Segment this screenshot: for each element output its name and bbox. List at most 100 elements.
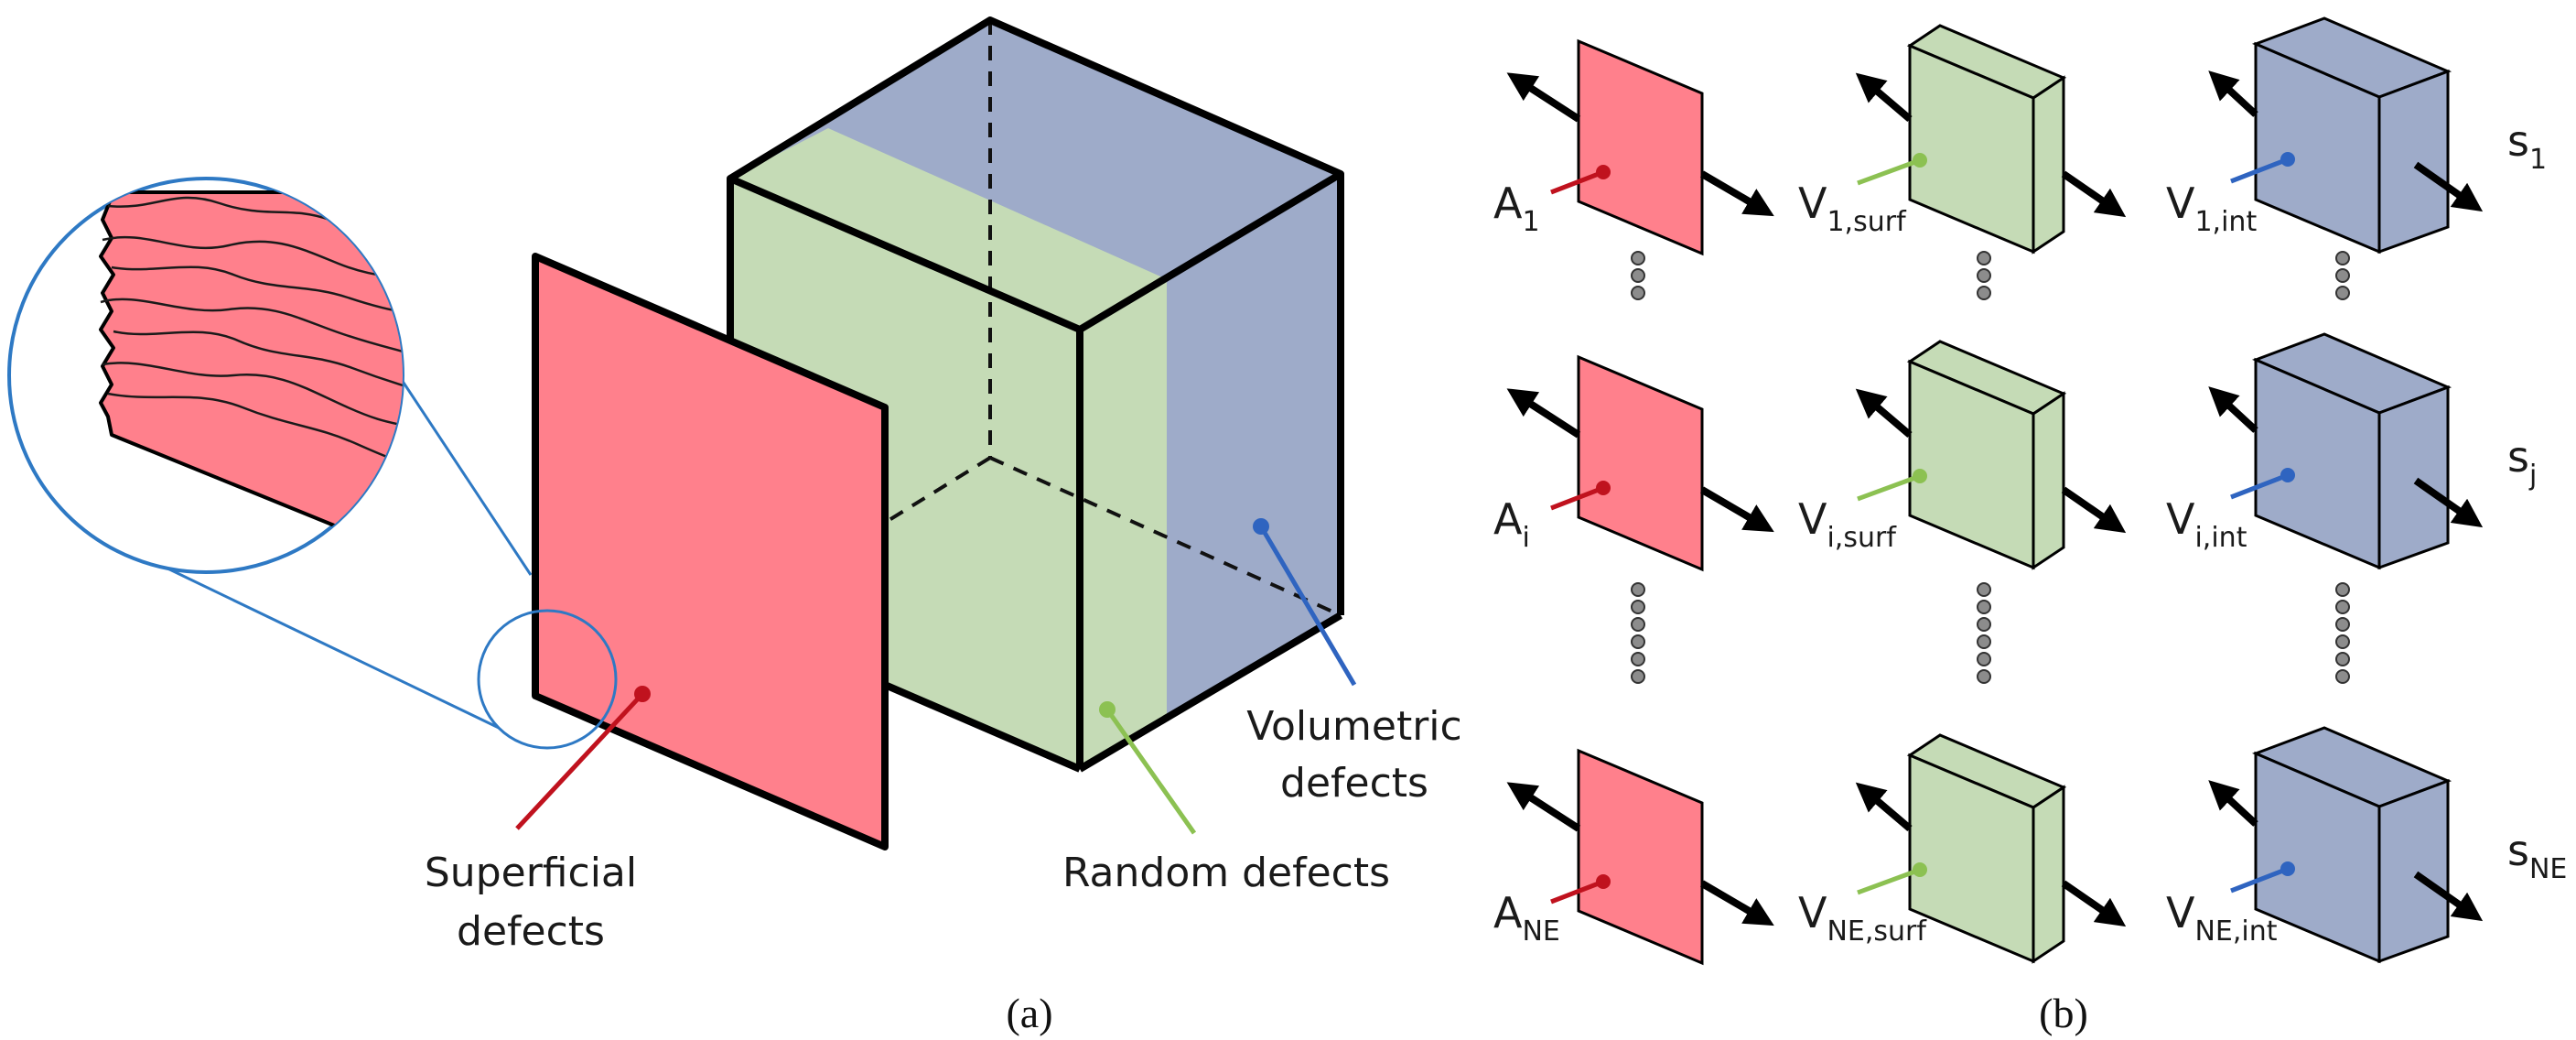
area-label: Ai <box>1493 494 1530 554</box>
surf-stress-out-arrow <box>1855 782 1913 832</box>
area-leader-dot <box>1596 165 1611 179</box>
area-stress-in-arrow <box>1699 486 1774 533</box>
surf-leader-dot <box>1913 862 1927 877</box>
superficial-leader <box>515 692 644 830</box>
ellipsis-dot <box>2335 669 2350 684</box>
ellipsis-dot <box>1631 582 1645 597</box>
int-leader-dot <box>2280 468 2295 482</box>
int-label: Vi,int <box>2166 494 2247 554</box>
ellipsis-dot <box>1977 652 1991 666</box>
superficial-leader-dot <box>634 686 651 702</box>
surf-leader <box>1857 157 1921 186</box>
area-leader <box>1550 169 1604 195</box>
zoom-magnifier <box>7 177 618 750</box>
surf-stress-out-arrow <box>1855 72 1913 123</box>
int-leader <box>2230 866 2289 894</box>
volumetric-leader-dot <box>1253 518 1269 535</box>
ellipsis-dot <box>1977 669 1991 684</box>
stress-label: s1 <box>2507 116 2547 176</box>
cube-hidden-edges <box>728 20 1342 620</box>
ellipsis-dot <box>1977 634 1991 649</box>
cube-edges <box>727 16 1344 773</box>
surf-leader-dot <box>1913 469 1927 483</box>
volumetric-leader <box>1258 525 1357 687</box>
area-leader-dot <box>1596 481 1611 495</box>
surf-label: V1,surf <box>1798 179 1907 238</box>
ellipsis-dot <box>1631 286 1645 300</box>
ellipsis-dot <box>2335 582 2350 597</box>
ellipsis-dot <box>2335 268 2350 283</box>
random-leader-dot <box>1099 701 1116 718</box>
area-stress-out-arrow <box>1506 388 1581 439</box>
area-stress-out-arrow <box>1506 72 1581 123</box>
surf-stress-in-arrow <box>2061 486 2127 534</box>
ellipsis-dot <box>2335 652 2350 666</box>
area-stress-in-arrow <box>1699 170 1774 217</box>
int-label: V1,int <box>2166 179 2257 238</box>
ellipsis-dot <box>1631 634 1645 649</box>
ellipsis-dot <box>1977 286 1991 300</box>
row-1: A1 V1,surf V1,int s1 <box>1493 16 2547 256</box>
ellipsis-dot <box>1631 617 1645 632</box>
area-element <box>1577 748 1704 966</box>
area-leader-dot <box>1596 874 1611 889</box>
surf-leader <box>1857 867 1921 895</box>
ellipsis-dot <box>1977 268 1991 283</box>
surf-label: Vi,surf <box>1798 494 1897 554</box>
area-element <box>1577 38 1704 256</box>
ellipsis-dot <box>2335 286 2350 300</box>
int-box-side <box>2377 69 2450 255</box>
int-leader <box>2230 157 2289 184</box>
int-stress-out-arrow <box>2208 386 2258 433</box>
panel-a: Superficial defects Random defects Volum… <box>7 16 1462 1036</box>
surf-stress-out-arrow <box>1855 388 1913 439</box>
area-label: ANE <box>1493 888 1560 948</box>
ellipsis-dot <box>2335 634 2350 649</box>
surf-box-side <box>2032 391 2065 570</box>
cube-top-face <box>730 20 1341 330</box>
superficial-label-line2: defects <box>457 908 605 955</box>
surf-label: VNE,surf <box>1798 888 1927 948</box>
int-stress-in-arrow <box>2413 477 2484 528</box>
random-defects-label: Random defects <box>1062 850 1390 896</box>
cube-right-random-zone <box>1080 279 1167 769</box>
ellipsis-dot <box>1631 251 1645 265</box>
area-stress-in-arrow <box>1699 880 1774 926</box>
ellipsis-dot <box>1977 582 1991 597</box>
int-stress-in-arrow <box>2413 161 2484 212</box>
int-stress-out-arrow <box>2208 70 2258 117</box>
volumetric-label-line1: Volumetric <box>1246 703 1461 750</box>
surf-leader <box>1857 473 1921 502</box>
cube-top-random-zone <box>730 128 1167 330</box>
area-stress-out-arrow <box>1506 782 1581 832</box>
ellipsis-dot <box>1631 600 1645 614</box>
int-leader <box>2230 472 2289 500</box>
caption-b: (b) <box>2039 990 2088 1036</box>
stress-label: sj <box>2507 432 2537 492</box>
ellipsis-dot <box>2335 600 2350 614</box>
random-leader <box>1105 708 1197 835</box>
area-label: A1 <box>1493 179 1540 238</box>
ellipsis-dot <box>1977 251 1991 265</box>
surf-stress-in-arrow <box>2061 170 2127 218</box>
surf-box-side <box>2032 785 2065 964</box>
zoom-source-ring <box>477 609 618 750</box>
ellipsis-dot <box>1977 600 1991 614</box>
ellipsis-dot <box>1631 652 1645 666</box>
zoom-line-bottom <box>136 552 500 730</box>
superficial-label-line1: Superficial <box>425 850 637 896</box>
ellipsis-dots <box>1631 251 2350 684</box>
stress-label: sNE <box>2507 826 2567 885</box>
area-leader <box>1550 879 1604 905</box>
ellipsis-dot <box>1631 669 1645 684</box>
area-leader <box>1550 485 1604 511</box>
row-2: Ai Vi,surf Vi,int sj <box>1493 332 2537 572</box>
surf-leader-dot <box>1913 153 1927 168</box>
surf-box-side <box>2032 75 2065 255</box>
volumetric-label-line2: defects <box>1280 760 1428 807</box>
